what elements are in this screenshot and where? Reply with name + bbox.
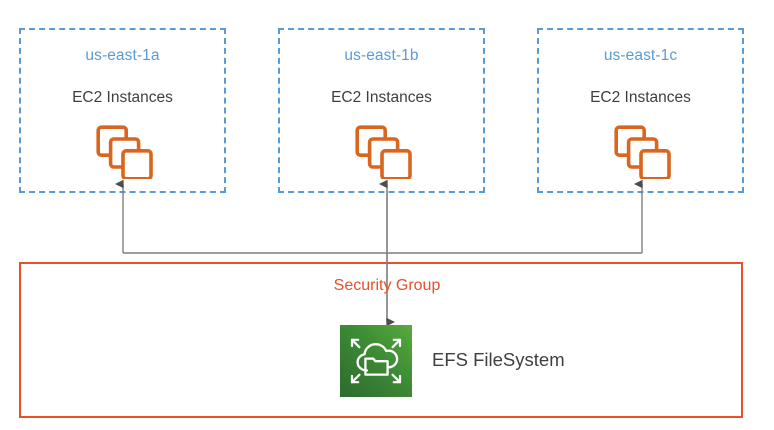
ec2-instances-icon: [95, 125, 153, 179]
efs-filesystem-label: EFS FileSystem: [432, 349, 565, 370]
az-label-us-east-1a: us-east-1a: [85, 47, 160, 64]
availability-zone-us-east-1b[interactable]: us-east-1b EC2 Instances: [278, 28, 485, 193]
az-resource-label-us-east-1b: EC2 Instances: [331, 89, 432, 106]
az-resource-label-us-east-1c: EC2 Instances: [590, 89, 691, 106]
availability-zone-us-east-1a[interactable]: us-east-1a EC2 Instances: [19, 28, 226, 193]
az-label-us-east-1b: us-east-1b: [344, 47, 419, 64]
az-resource-label-us-east-1a: EC2 Instances: [72, 89, 173, 106]
efs-filesystem-icon[interactable]: [340, 325, 412, 397]
availability-zone-us-east-1c[interactable]: us-east-1c EC2 Instances: [537, 28, 744, 193]
ec2-instances-icon: [354, 125, 412, 179]
ec2-instances-icon: [613, 125, 671, 179]
security-group-box[interactable]: [19, 262, 743, 418]
az-label-us-east-1c: us-east-1c: [603, 47, 678, 64]
